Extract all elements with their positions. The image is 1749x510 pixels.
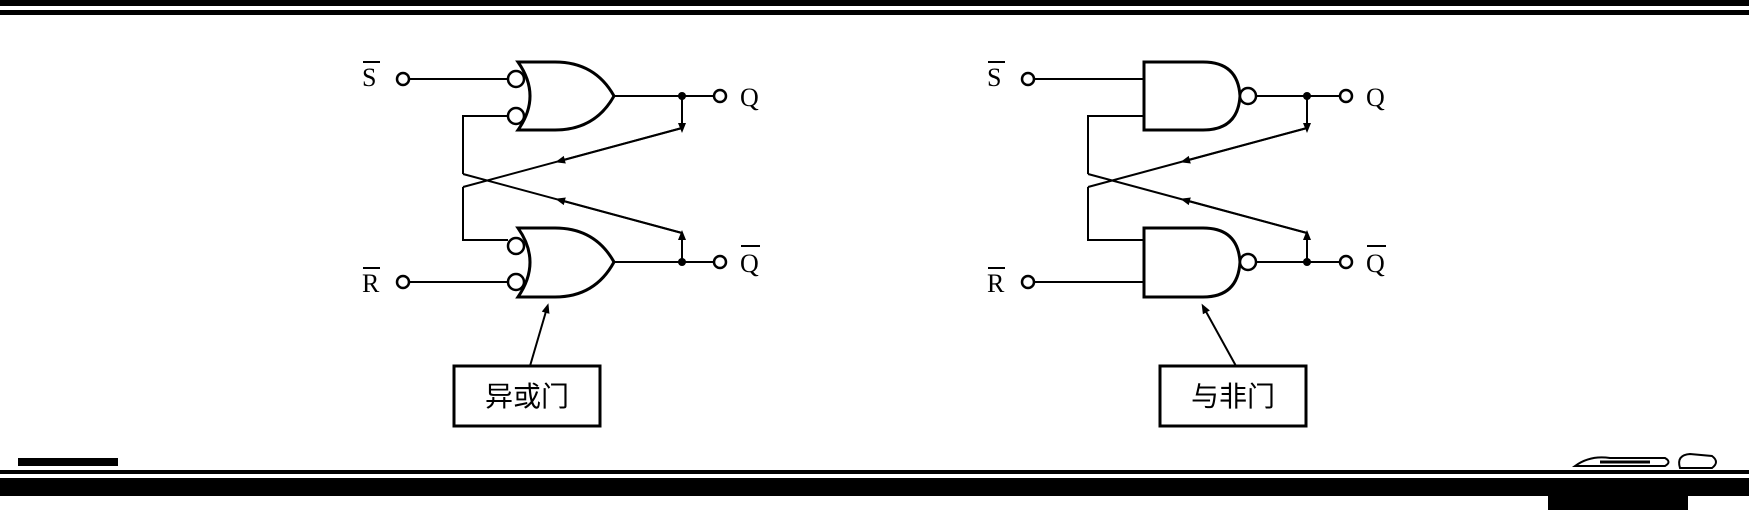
callout-label: 异或门 (485, 380, 569, 413)
input-r-label: R (987, 269, 1005, 298)
input-bubble (506, 272, 526, 292)
input-s-terminal[interactable] (1020, 71, 1036, 87)
callout-arrow (1201, 303, 1237, 367)
callout-arrow (529, 303, 550, 367)
callout-box (452, 364, 602, 428)
feedback-wire (1087, 187, 1144, 241)
top-border (0, 0, 1749, 15)
input-bubble (506, 69, 526, 89)
feedback-wire (1087, 115, 1144, 174)
feedback-arrow (1180, 197, 1308, 234)
feedback-wire (462, 115, 508, 174)
right-circuit: S R Q Q (987, 60, 1386, 428)
input-s-terminal[interactable] (395, 71, 411, 87)
input-r-terminal[interactable] (1020, 274, 1036, 290)
input-r-label: R (362, 269, 380, 298)
left-circuit: S R Q Q (362, 60, 760, 428)
nand-gate-bottom (1142, 226, 1242, 299)
output-q-label: Q (1366, 83, 1385, 112)
output-qbar-terminal[interactable] (1338, 254, 1354, 270)
output-q-terminal[interactable] (1338, 88, 1354, 104)
feedback-wire (462, 187, 508, 241)
input-r-terminal[interactable] (395, 274, 411, 290)
output-qbar-label: Q (740, 249, 759, 278)
output-q-terminal[interactable] (712, 88, 728, 104)
output-bubble (1238, 86, 1258, 106)
output-qbar-label: Q (1366, 249, 1385, 278)
input-bubble (506, 106, 526, 126)
feedback-arrow (555, 127, 683, 164)
feedback-arrow (555, 197, 683, 234)
feedback-arrow (1180, 127, 1308, 164)
or-gate-top (515, 60, 616, 132)
input-s-label: S (987, 63, 1001, 92)
output-bubble (1238, 252, 1258, 272)
input-bubble (506, 236, 526, 256)
output-q-label: Q (740, 83, 759, 112)
bottom-border (0, 458, 1749, 510)
callout-box (1158, 364, 1308, 428)
callout-label: 与非门 (1191, 380, 1275, 413)
output-qbar-terminal[interactable] (712, 254, 728, 270)
or-gate-bottom (515, 226, 616, 299)
nand-gate-top (1142, 60, 1242, 132)
corner-ornament (1571, 452, 1717, 469)
input-s-label: S (362, 63, 376, 92)
